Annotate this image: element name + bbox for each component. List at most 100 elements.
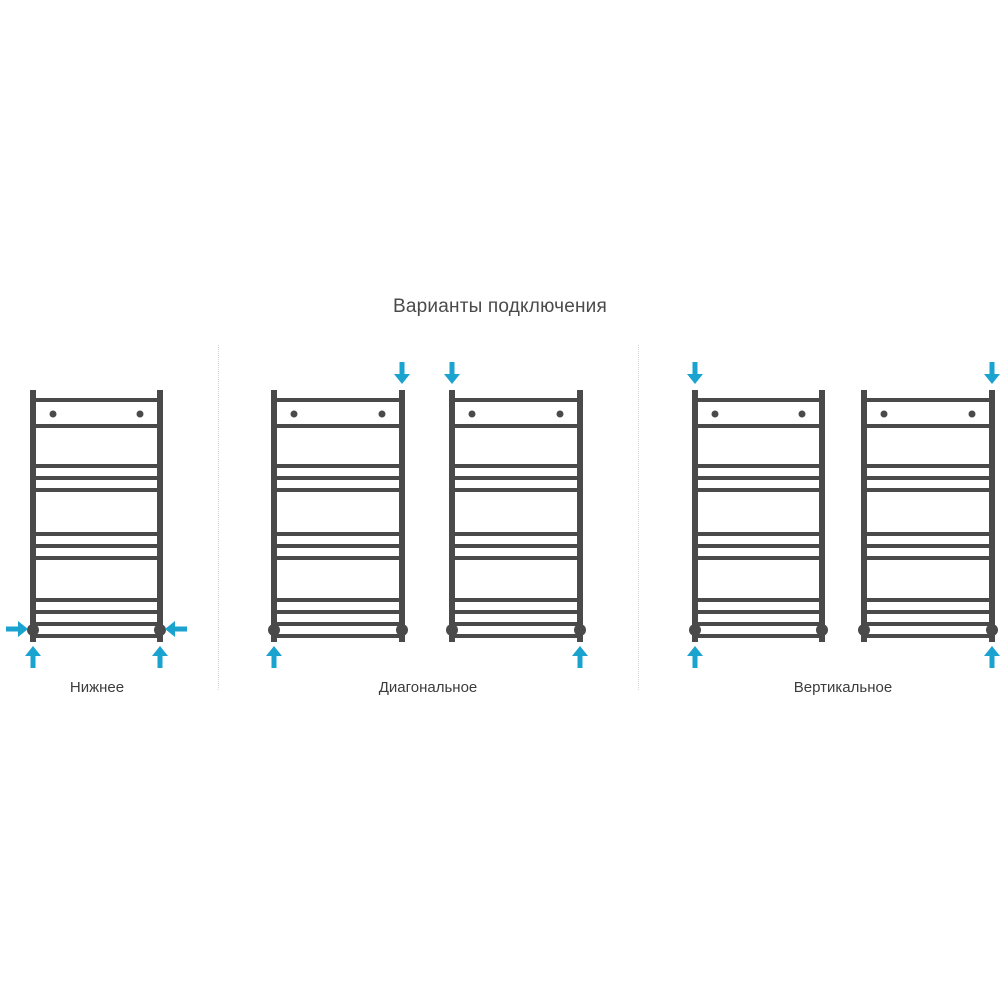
- radiator-bar: [33, 610, 160, 614]
- mount-dot: [556, 410, 564, 418]
- radiator-bar: [274, 532, 402, 536]
- radiator-bar: [274, 622, 402, 626]
- radiator-post: [271, 390, 277, 642]
- label-vertical-connection: Вертикальное: [793, 679, 893, 696]
- arrow-icon: [572, 646, 588, 668]
- radiator-bar: [864, 544, 992, 548]
- radiator-post: [989, 390, 995, 642]
- radiator-bar: [864, 532, 992, 536]
- arrow-icon: [266, 646, 282, 668]
- radiator-bar: [695, 464, 822, 468]
- post-cap: [154, 624, 166, 636]
- radiator-bar: [274, 398, 402, 402]
- mount-dot: [880, 410, 888, 418]
- radiator-bar: [274, 464, 402, 468]
- radiator-bar: [33, 634, 160, 638]
- post-cap: [574, 624, 586, 636]
- radiator-bar: [274, 476, 402, 480]
- radiator-bar: [33, 544, 160, 548]
- radiator-bar: [33, 622, 160, 626]
- radiator-bar: [864, 610, 992, 614]
- radiator-post: [577, 390, 583, 642]
- radiator-bar: [452, 424, 580, 428]
- radiator-bar: [274, 544, 402, 548]
- post-cap: [986, 624, 998, 636]
- radiator-post: [157, 390, 163, 642]
- towel-rail-radiator: [268, 390, 408, 642]
- radiator-post: [692, 390, 698, 642]
- radiator-bar: [452, 464, 580, 468]
- radiator-bar: [452, 532, 580, 536]
- radiator-bar: [33, 598, 160, 602]
- radiator-bar: [695, 476, 822, 480]
- radiator-bar: [274, 610, 402, 614]
- radiator-bar: [695, 610, 822, 614]
- mount-dot: [378, 410, 386, 418]
- arrow-icon: [152, 646, 168, 668]
- towel-rail-radiator: [689, 390, 828, 642]
- radiator-bar: [864, 556, 992, 560]
- radiator-post: [861, 390, 867, 642]
- arrow-icon: [444, 362, 460, 384]
- radiator-bar: [864, 464, 992, 468]
- label-bottom-connection: Нижнее: [69, 679, 125, 696]
- radiator-bar: [695, 622, 822, 626]
- radiator-bar: [33, 424, 160, 428]
- radiator-bar: [33, 398, 160, 402]
- mount-dot: [290, 410, 298, 418]
- diagram-title: Варианты подключения: [393, 296, 607, 317]
- arrow-icon: [6, 621, 28, 637]
- post-cap: [396, 624, 408, 636]
- radiator-bar: [864, 598, 992, 602]
- radiator-bar: [33, 556, 160, 560]
- mount-dot: [798, 410, 806, 418]
- radiator-bar: [695, 634, 822, 638]
- arrow-icon: [984, 362, 1000, 384]
- mount-dot: [968, 410, 976, 418]
- radiator-bar: [452, 398, 580, 402]
- radiator-bar: [864, 398, 992, 402]
- radiator-bar: [695, 488, 822, 492]
- radiator-bar: [864, 476, 992, 480]
- post-cap: [27, 624, 39, 636]
- group-divider: [638, 345, 639, 690]
- radiator-bar: [864, 634, 992, 638]
- radiator-bar: [695, 598, 822, 602]
- towel-rail-radiator: [446, 390, 586, 642]
- radiator-bar: [452, 476, 580, 480]
- radiator-bar: [695, 556, 822, 560]
- radiator-bar: [274, 556, 402, 560]
- radiator-bar: [274, 634, 402, 638]
- radiator-bar: [452, 610, 580, 614]
- mount-dot: [49, 410, 57, 418]
- radiator-bar: [452, 622, 580, 626]
- arrow-icon: [984, 646, 1000, 668]
- post-cap: [689, 624, 701, 636]
- radiator-bar: [274, 424, 402, 428]
- radiator-bar: [695, 398, 822, 402]
- radiator-bar: [274, 488, 402, 492]
- radiator-bar: [452, 488, 580, 492]
- group-divider: [218, 345, 219, 690]
- radiator-bar: [864, 622, 992, 626]
- radiator-bar: [33, 464, 160, 468]
- arrow-icon: [687, 646, 703, 668]
- radiator-bar: [452, 598, 580, 602]
- radiator-post: [30, 390, 36, 642]
- post-cap: [268, 624, 280, 636]
- mount-dot: [711, 410, 719, 418]
- radiator-bar: [864, 424, 992, 428]
- post-cap: [446, 624, 458, 636]
- post-cap: [816, 624, 828, 636]
- radiator-bar: [452, 556, 580, 560]
- radiator-bar: [695, 424, 822, 428]
- radiator-bar: [274, 598, 402, 602]
- radiator-post: [399, 390, 405, 642]
- radiator-bar: [33, 476, 160, 480]
- arrow-icon: [165, 621, 187, 637]
- radiator-post: [449, 390, 455, 642]
- towel-rail-radiator: [858, 390, 998, 642]
- radiator-bar: [33, 532, 160, 536]
- radiator-bar: [452, 544, 580, 548]
